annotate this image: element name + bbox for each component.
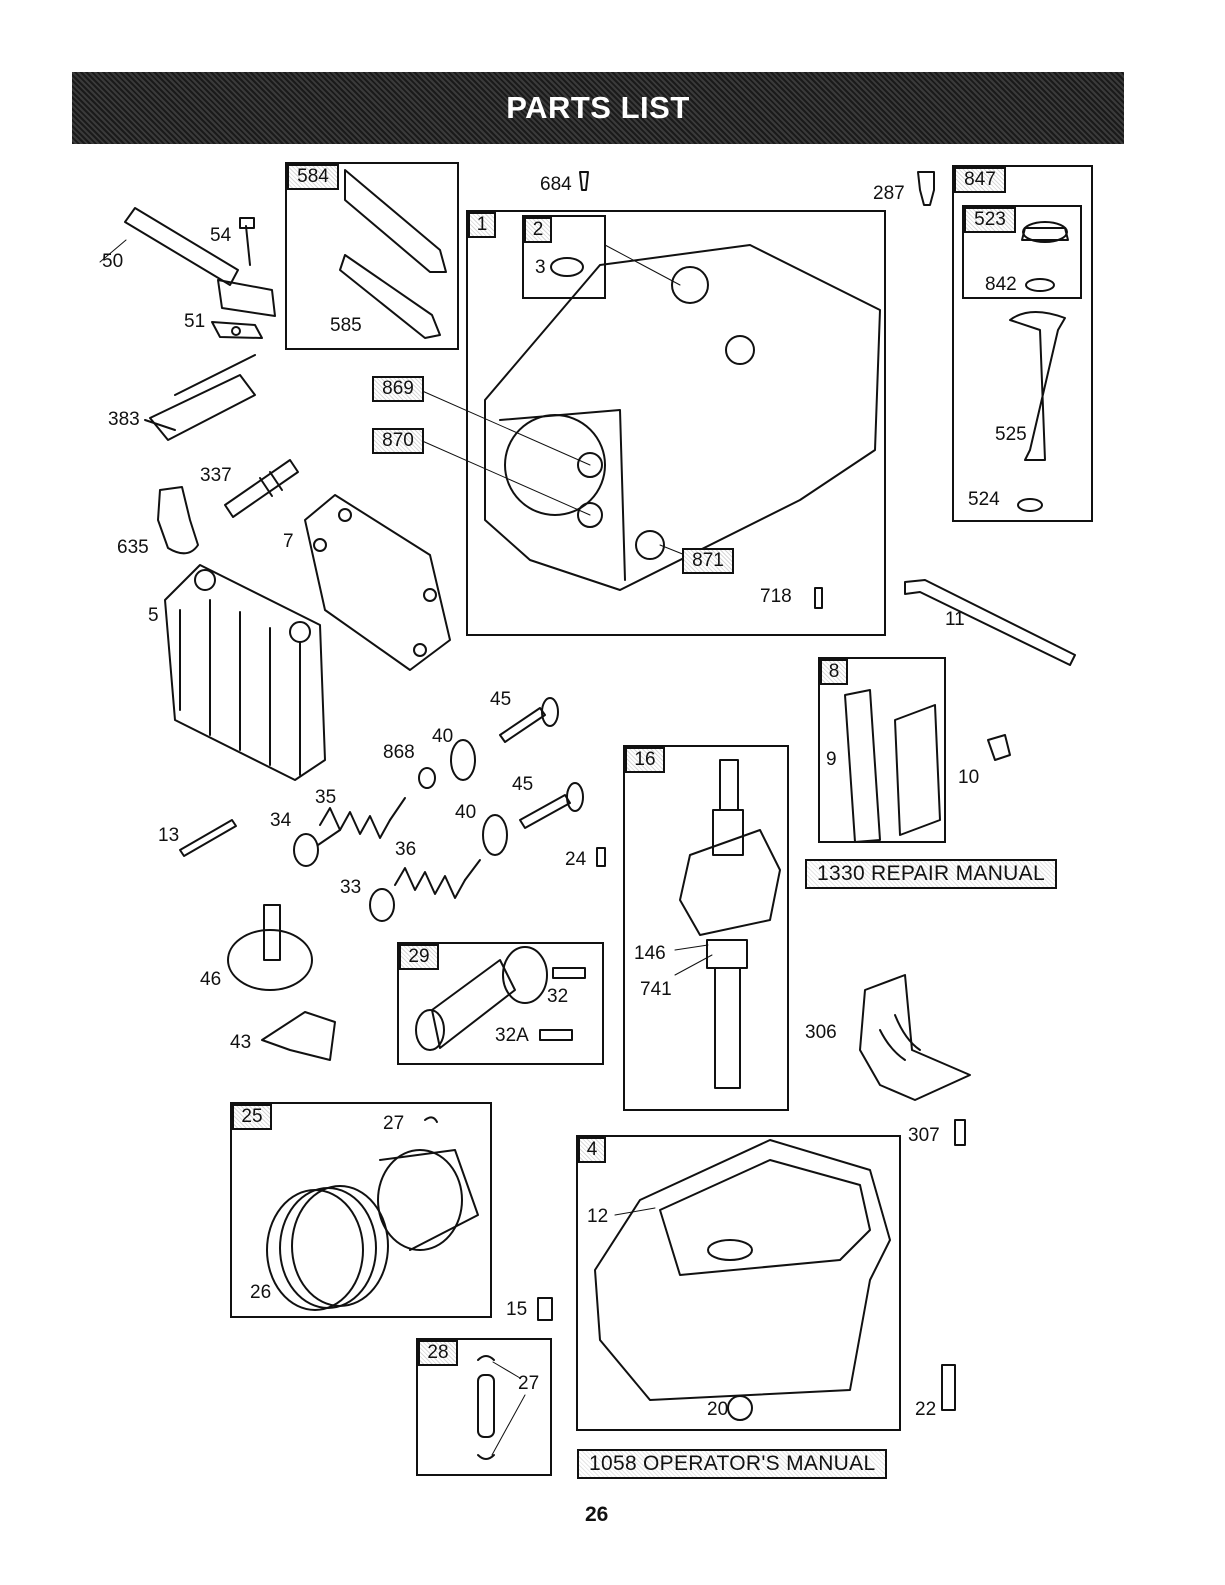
label-15: 15 — [506, 1300, 527, 1320]
valve-parts — [419, 698, 583, 855]
label-46: 46 — [200, 970, 221, 990]
kit-tag-8: 8 — [820, 659, 848, 685]
kit-box-16 — [623, 745, 789, 1111]
label-13: 13 — [158, 826, 179, 846]
label-146: 146 — [634, 944, 666, 964]
valve-spring-parts — [294, 798, 480, 921]
plug-part — [538, 1298, 552, 1320]
head-bolt — [180, 820, 236, 856]
cam-gear-part — [228, 905, 312, 990]
repair-manual-reference: 1330 REPAIR MANUAL — [805, 859, 1057, 889]
kit-tag-4: 4 — [578, 1137, 606, 1163]
key-part — [597, 848, 605, 866]
label-51: 51 — [184, 312, 205, 332]
label-585: 585 — [330, 316, 362, 336]
spark-plug-part — [225, 460, 298, 517]
head-gasket-part — [305, 495, 450, 670]
label-34: 34 — [270, 811, 291, 831]
screw-part — [240, 218, 254, 265]
kit-box-584 — [285, 162, 459, 350]
label-842: 842 — [985, 275, 1017, 295]
label-50: 50 — [102, 252, 123, 272]
kit-box-4 — [576, 1135, 901, 1431]
kit-tag-25: 25 — [232, 1104, 272, 1130]
spark-plug-boot — [158, 487, 198, 553]
label-307: 307 — [908, 1126, 940, 1146]
label-36: 36 — [395, 840, 416, 860]
oil-fill-tube — [905, 580, 1075, 665]
operators-manual-reference: 1058 OPERATOR'S MANUAL — [577, 1449, 887, 1479]
kit-tag-16: 16 — [625, 747, 665, 773]
label-32a: 32A — [495, 1026, 529, 1046]
label-20: 20 — [707, 1400, 728, 1420]
label-45-lower: 45 — [512, 775, 533, 795]
label-43: 43 — [230, 1033, 251, 1053]
breather-screw — [988, 735, 1010, 760]
label-10: 10 — [958, 768, 979, 788]
label-9: 9 — [826, 750, 837, 770]
kit-tag-29: 29 — [399, 944, 439, 970]
label-33: 33 — [340, 878, 361, 898]
shield-part — [860, 975, 970, 1100]
label-24: 24 — [565, 850, 586, 870]
label-27-pin: 27 — [518, 1374, 539, 1394]
label-287: 287 — [873, 184, 905, 204]
label-12: 12 — [587, 1207, 608, 1227]
label-684: 684 — [540, 175, 572, 195]
kit-tag-870: 870 — [372, 428, 424, 454]
label-22: 22 — [915, 1400, 936, 1420]
label-718: 718 — [760, 587, 792, 607]
kit-tag-584: 584 — [287, 164, 339, 190]
kit-tag-523: 523 — [964, 207, 1016, 233]
shield-bolt — [955, 1120, 965, 1145]
kit-tag-869: 869 — [372, 376, 424, 402]
kit-tag-1: 1 — [468, 212, 496, 238]
kit-tag-28: 28 — [418, 1340, 458, 1366]
label-35: 35 — [315, 788, 336, 808]
kit-tag-2: 2 — [524, 217, 552, 243]
label-54: 54 — [210, 226, 231, 246]
label-32: 32 — [547, 987, 568, 1007]
breather-fitting — [918, 172, 934, 205]
governor-part — [262, 1012, 335, 1060]
label-524: 524 — [968, 490, 1000, 510]
fitting-part — [580, 172, 588, 190]
label-27-piston: 27 — [383, 1114, 404, 1134]
cylinder-head-part — [165, 565, 325, 780]
page-number: 26 — [585, 1503, 608, 1527]
label-40-lower: 40 — [455, 803, 476, 823]
label-635: 635 — [117, 538, 149, 558]
label-337: 337 — [200, 466, 232, 486]
label-5: 5 — [148, 606, 159, 626]
label-306: 306 — [805, 1023, 837, 1043]
label-525: 525 — [995, 425, 1027, 445]
sump-bolt — [942, 1365, 955, 1410]
label-383: 383 — [108, 410, 140, 430]
label-3: 3 — [535, 258, 546, 278]
label-45-upper: 45 — [490, 690, 511, 710]
label-40-upper: 40 — [432, 727, 453, 747]
linkage-part — [145, 355, 255, 440]
label-868: 868 — [383, 743, 415, 763]
label-7: 7 — [283, 532, 294, 552]
kit-tag-847: 847 — [954, 167, 1006, 193]
label-741: 741 — [640, 980, 672, 1000]
gasket-part — [212, 322, 262, 338]
label-11: 11 — [945, 610, 965, 630]
kit-tag-871: 871 — [682, 548, 734, 574]
label-26: 26 — [250, 1283, 271, 1303]
